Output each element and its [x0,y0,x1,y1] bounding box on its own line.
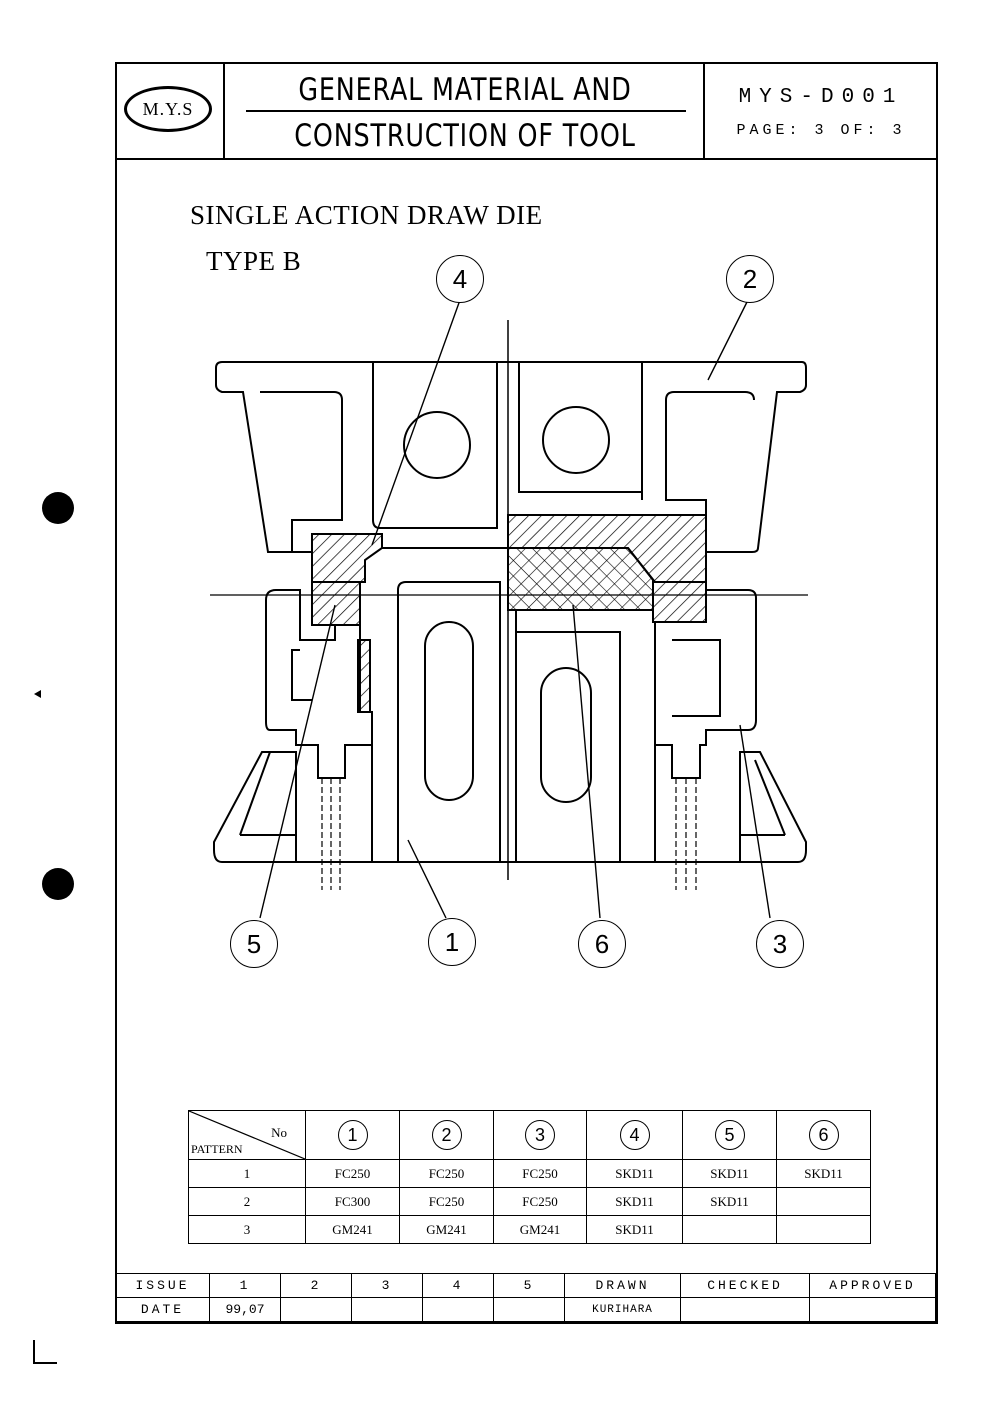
issue-number: 4 [422,1273,494,1298]
column-number: 3 [525,1120,555,1150]
drawing-subtitle: TYPE B [206,246,302,276]
pattern-cell: 1 [188,1159,306,1188]
issue-number: 2 [280,1273,352,1298]
callout-6: 6 [578,920,626,968]
column-header: 2 [399,1110,494,1160]
material-cell: FC250 [399,1187,494,1216]
column-number: 5 [714,1120,745,1150]
material-cell: GM241 [305,1215,400,1244]
material-cell: SKD11 [586,1159,683,1188]
corner-pattern-label: PATTERN [191,1142,243,1156]
material-cell: SKD11 [586,1187,683,1216]
callout-3: 3 [756,920,804,968]
page-indicator: PAGE: 3 OF: 3 [736,122,906,139]
material-cell: SKD11 [682,1187,777,1216]
revision-block: ISSUE 1 2 3 4 5 DRAWN CHECKED APPROVED D… [115,1273,936,1322]
date-cell: 99,07 [209,1297,281,1322]
date-label: DATE [115,1297,210,1322]
column-header: 5 [682,1110,777,1160]
material-cell: FC250 [399,1159,494,1188]
title-line-2: CONSTRUCTION OF TOOL [294,118,636,154]
material-cell: FC250 [493,1159,587,1188]
material-cell: FC250 [305,1159,400,1188]
checked-label: CHECKED [680,1273,810,1298]
punch-hole [42,492,74,524]
date-row: DATE 99,07 KURIHARA [115,1297,936,1322]
issue-row: ISSUE 1 2 3 4 5 DRAWN CHECKED APPROVED [115,1273,936,1298]
material-cell [776,1187,871,1216]
table-row: 2 FC300 FC250 FC250 SKD11 SKD11 [188,1187,871,1216]
material-cell: GM241 [399,1215,494,1244]
callout-2: 2 [726,255,774,303]
drawn-label: DRAWN [564,1273,681,1298]
pattern-cell: 3 [188,1215,306,1244]
column-header: 4 [586,1110,683,1160]
issue-number: 3 [351,1273,423,1298]
header-divider [223,62,225,160]
column-number: 4 [619,1120,650,1150]
corner-no-label: No [271,1125,287,1140]
material-cell: GM241 [493,1215,587,1244]
material-cell: SKD11 [586,1215,683,1244]
table-row: 3 GM241 GM241 GM241 SKD11 [188,1215,871,1244]
title-underline [246,110,686,112]
punch-hole [42,868,74,900]
column-number: 6 [808,1120,839,1150]
date-cell [422,1297,494,1322]
material-cell: FC300 [305,1187,400,1216]
date-cell [280,1297,352,1322]
column-header: 1 [305,1110,400,1160]
corner-mark [33,1362,57,1364]
column-number: 2 [431,1120,462,1150]
drawn-by: KURIHARA [564,1297,681,1322]
column-number: 1 [337,1120,368,1150]
margin-mark [34,690,41,698]
callout-5: 5 [230,920,278,968]
table-corner-header: No PATTERN [188,1110,306,1160]
column-header: 3 [493,1110,587,1160]
header-divider [703,62,705,160]
approved-label: APPROVED [809,1273,936,1298]
material-cell: FC250 [493,1187,587,1216]
issue-label: ISSUE [115,1273,210,1298]
material-cell: SKD11 [776,1159,871,1188]
pattern-cell: 2 [188,1187,306,1216]
issue-number: 5 [493,1273,565,1298]
document-code: MYS-D001 [738,86,904,109]
drawing-frame [115,62,938,1324]
corner-mark [33,1340,35,1364]
material-cell: SKD11 [682,1159,777,1188]
title-block [115,62,938,160]
drawing-title: SINGLE ACTION DRAW DIE [190,200,543,230]
company-logo: M.Y.S [124,86,212,132]
material-cell [682,1215,777,1244]
column-header: 6 [776,1110,871,1160]
checked-by [680,1297,810,1322]
material-table: No PATTERN 1 2 3 4 5 6 1 FC250 FC250 FC2… [188,1110,871,1244]
date-cell [493,1297,565,1322]
title-line-1: GENERAL MATERIAL AND [298,72,632,108]
material-cell [776,1215,871,1244]
date-cell [351,1297,423,1322]
approved-by [809,1297,936,1322]
corner-diagonal [189,1111,305,1159]
callout-4: 4 [436,255,484,303]
callout-1: 1 [428,918,476,966]
table-row: 1 FC250 FC250 FC250 SKD11 SKD11 SKD11 [188,1159,871,1188]
issue-number: 1 [209,1273,281,1298]
